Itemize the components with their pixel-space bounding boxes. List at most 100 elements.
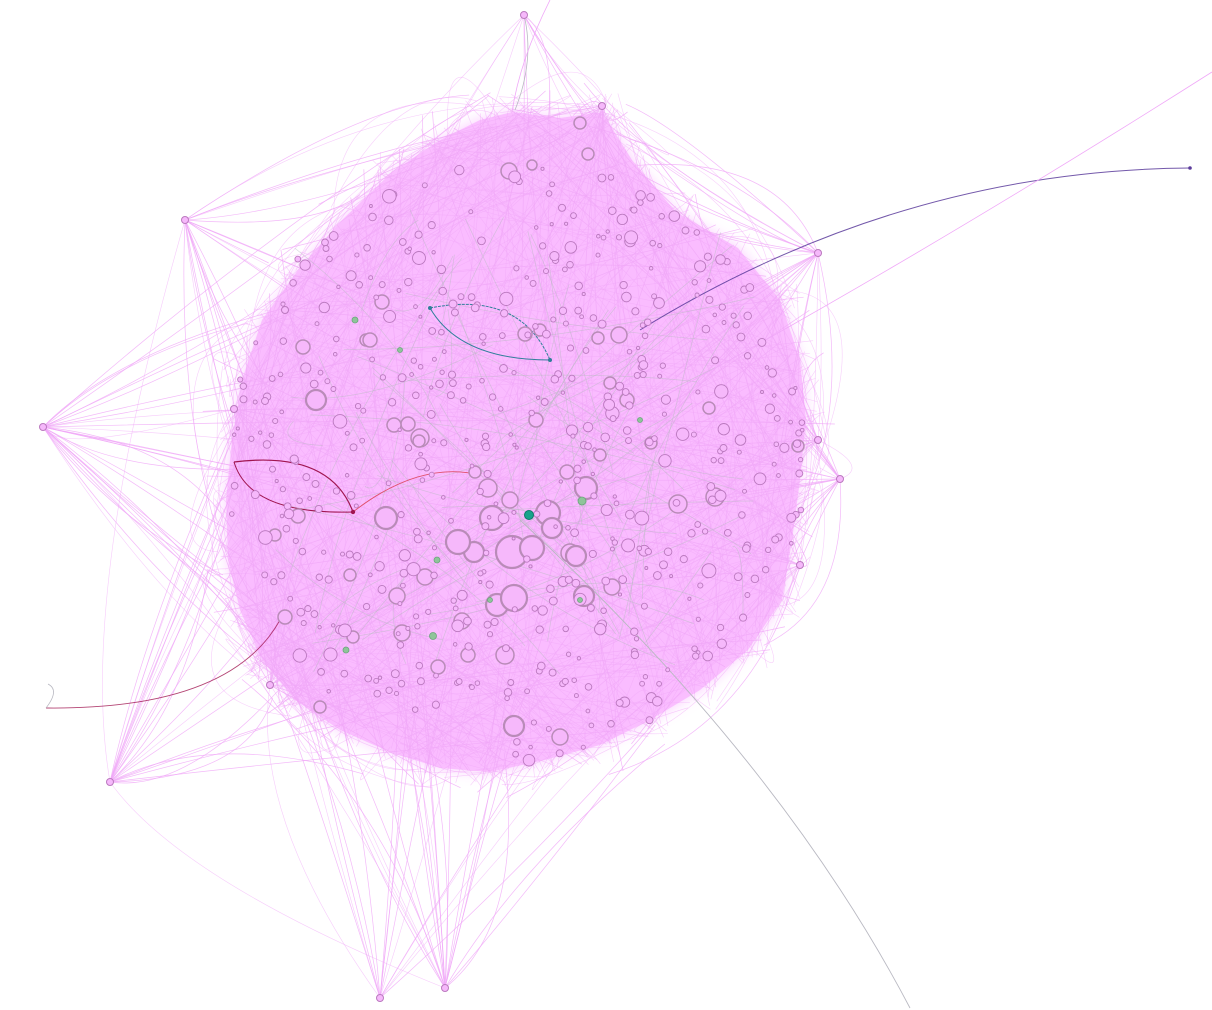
edge <box>731 251 830 478</box>
node <box>330 386 337 392</box>
node <box>452 605 459 612</box>
node <box>733 572 743 582</box>
node <box>743 352 752 360</box>
node <box>553 524 558 529</box>
node <box>776 473 781 478</box>
edge <box>184 219 800 474</box>
node <box>582 421 594 433</box>
node <box>344 473 350 478</box>
edge <box>247 372 785 648</box>
node <box>529 279 537 287</box>
node <box>483 620 492 629</box>
edge <box>233 408 770 513</box>
edge-outlier <box>639 167 1191 331</box>
node <box>317 625 322 630</box>
edge <box>246 336 271 686</box>
edge <box>478 252 819 763</box>
edge <box>284 105 603 311</box>
node <box>441 349 447 354</box>
node <box>431 250 436 255</box>
edge <box>269 136 462 686</box>
node <box>415 661 424 670</box>
node <box>732 321 740 329</box>
edge <box>217 121 621 564</box>
node <box>373 677 380 684</box>
node <box>590 471 595 477</box>
node <box>482 442 491 452</box>
node <box>518 534 546 562</box>
edge <box>42 426 317 733</box>
node <box>340 669 349 678</box>
node <box>545 190 553 197</box>
node <box>237 376 244 383</box>
node <box>738 511 746 519</box>
node <box>549 222 554 227</box>
node <box>431 356 437 362</box>
node <box>584 683 593 691</box>
node <box>396 287 402 293</box>
edge <box>326 502 526 647</box>
edge <box>234 381 808 468</box>
node <box>374 561 385 572</box>
edge <box>357 356 752 555</box>
node <box>603 398 616 411</box>
node <box>307 496 313 501</box>
node <box>562 266 568 273</box>
edge <box>580 601 775 744</box>
node <box>702 650 713 662</box>
node <box>377 675 383 680</box>
edge <box>267 684 381 999</box>
node <box>397 373 407 383</box>
node <box>413 304 418 309</box>
node <box>507 679 515 686</box>
edge <box>294 247 442 423</box>
edge <box>223 420 819 492</box>
edge <box>237 171 629 365</box>
node <box>771 461 777 467</box>
node <box>362 332 378 348</box>
node <box>364 674 373 683</box>
edge <box>266 266 754 302</box>
node <box>644 547 652 556</box>
node <box>616 213 628 226</box>
edge <box>224 341 796 570</box>
node <box>412 251 426 265</box>
node <box>321 549 327 555</box>
node <box>532 323 539 330</box>
edge <box>523 14 841 480</box>
node <box>324 575 333 584</box>
edge <box>286 423 796 696</box>
node <box>294 255 302 263</box>
node <box>742 488 747 494</box>
edge <box>339 156 444 727</box>
node <box>324 378 331 385</box>
node <box>734 434 747 446</box>
node <box>502 644 510 653</box>
node <box>421 182 428 189</box>
node <box>514 445 519 450</box>
node <box>411 706 419 713</box>
edge <box>390 126 479 749</box>
node <box>331 623 336 628</box>
edge <box>696 229 801 566</box>
node <box>548 358 552 362</box>
edge <box>109 140 465 783</box>
edge <box>42 138 584 428</box>
node <box>350 509 356 515</box>
node <box>362 602 371 611</box>
node <box>388 587 406 605</box>
node <box>691 645 698 652</box>
node <box>533 510 541 518</box>
node <box>653 297 665 309</box>
edge <box>523 14 819 254</box>
edge <box>523 14 797 410</box>
edge <box>219 227 669 500</box>
node <box>653 571 662 580</box>
edge <box>251 252 819 638</box>
node <box>386 417 402 433</box>
edge <box>405 292 708 341</box>
edge <box>42 426 323 722</box>
hub-node <box>814 436 822 444</box>
node <box>590 492 598 500</box>
node <box>340 551 345 557</box>
